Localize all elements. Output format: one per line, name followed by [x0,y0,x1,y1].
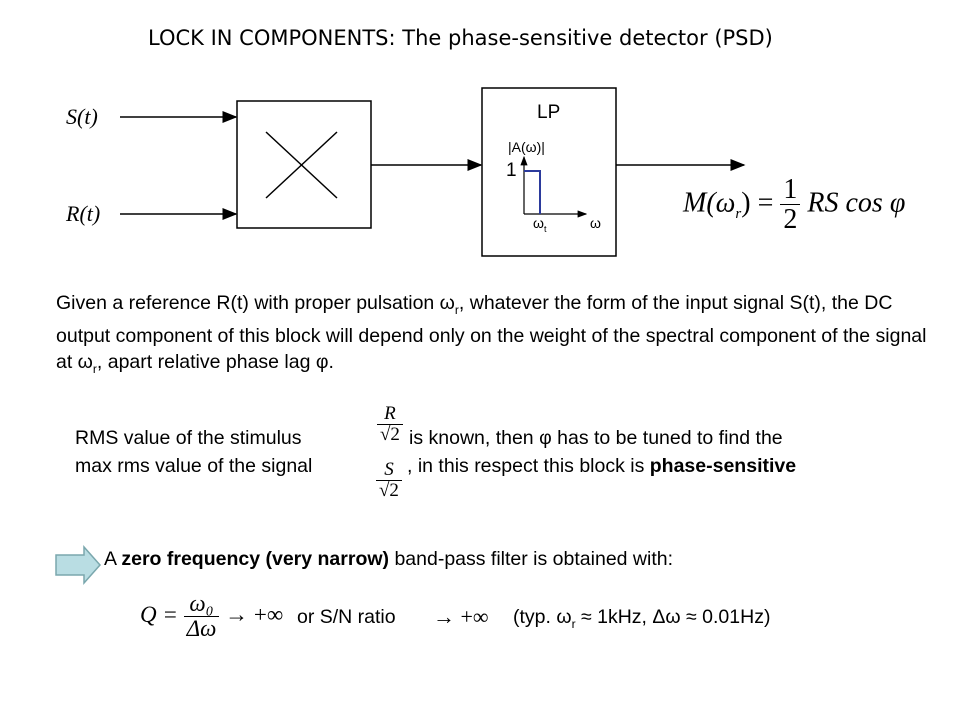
mixer-cross-b [265,131,338,199]
lowpass-filter-block [481,87,617,257]
bandpass-statement: A zero frequency (very narrow) band-pass… [104,548,674,570]
reference-signal-label: R(t) [66,201,101,226]
typical-values: (typ. ωr ≈ 1kHz, Δω ≈ 0.01Hz) [513,606,771,631]
input-signal-label: S(t) [66,104,98,129]
unity-gain-label: 1 [506,160,517,181]
sn-ratio-text: or S/N ratio [297,606,396,628]
sn-ratio-arrow: → +∞ [433,604,489,629]
right-arrow-icon [55,545,102,585]
filter-label: LP [537,102,561,123]
explanation-paragraph: Given a reference R(t) with proper pulsa… [56,292,927,376]
stimulus-rms-fraction: R√2 [377,404,403,445]
rms-line-2: max rms value of the signal [75,455,313,477]
psd-block-diagram [120,87,746,257]
mixer-block [236,100,372,229]
rms-line-1: RMS value of the stimulus [75,427,302,449]
cutoff-frequency-label: ωt [533,215,547,234]
signal-rms-fraction: S√2 [376,460,402,501]
omega-axis-label: ω [590,215,601,231]
filter-response-curve [524,170,541,214]
rms-line-2-rest: , in this respect this block is phase-se… [407,455,797,477]
rms-line-1-rest: is known, then φ has to be tuned to find… [409,427,783,449]
amplitude-axis-label: |A(ω)| [508,139,545,155]
page-title: LOCK IN COMPONENTS: The phase-sensitive … [148,26,773,50]
